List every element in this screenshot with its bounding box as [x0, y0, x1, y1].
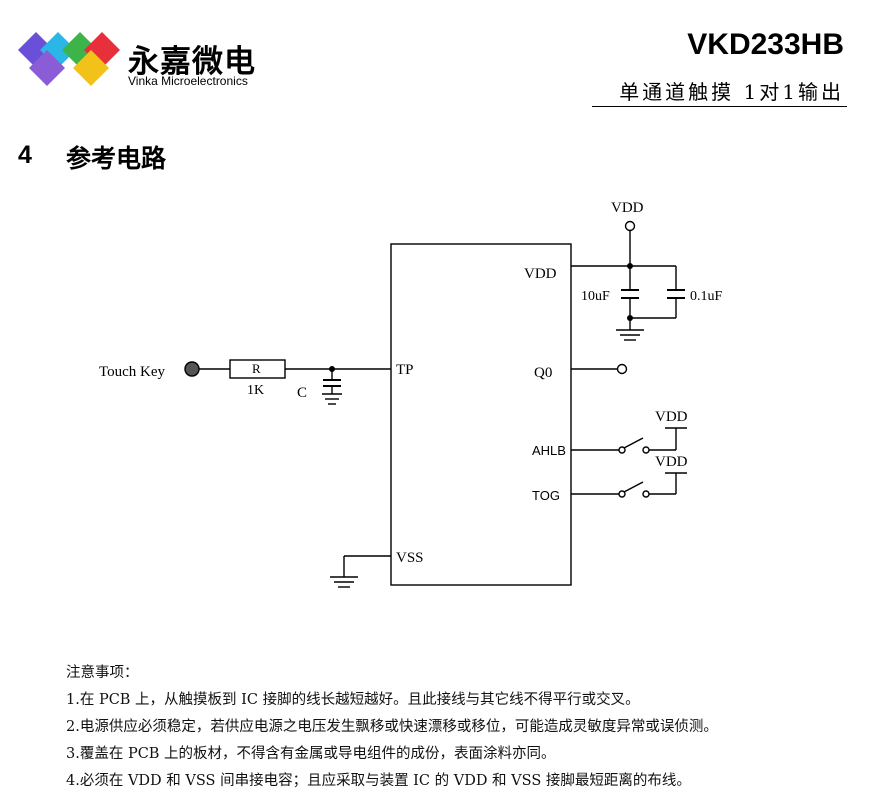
pin-q0-label: Q0: [534, 365, 552, 381]
vdd-tog-label: VDD: [655, 454, 688, 470]
resistor-label: R: [252, 361, 261, 376]
section-number: 4: [18, 141, 32, 169]
header-divider: [592, 106, 847, 107]
note-item: 3.覆盖在 PCB 上的板材，不得含有金属或导电组件的成份，表面涂料亦同。: [66, 746, 556, 762]
note-item: 2.电源供应必须稳定，若供应电源之电压发生飘移或快速漂移或移位，可能造成灵敏度异…: [66, 719, 718, 735]
brand-logo-icon: [18, 32, 120, 86]
section-title: 参考电路: [66, 144, 167, 173]
part-number: VKD233HB: [687, 28, 844, 61]
note-item: 1.在 PCB 上，从触摸板到 IC 接脚的线长越短越好。且此接线与其它线不得平…: [66, 692, 640, 708]
pin-tog-label: TOG: [532, 488, 560, 503]
capacitor-label: C: [297, 385, 307, 401]
pin-tp-label: TP: [396, 362, 414, 378]
q0-terminal: [616, 363, 628, 375]
pin-ahlb-label: AHLB: [532, 443, 566, 458]
reference-circuit-diagram: VDD VDD 10uF 0.1uF Touch Key R 1K C TP Q…: [99, 200, 723, 588]
cap-10uf-label: 10uF: [581, 289, 610, 304]
touch-key-pad: [184, 361, 200, 377]
pin-vss-label: VSS: [396, 550, 424, 566]
doc-subtitle: 单通道触摸 1对1输出: [619, 80, 844, 104]
pin-vdd-label: VDD: [524, 266, 557, 282]
notes-heading: 注意事项：: [66, 665, 139, 681]
ic-body: [390, 243, 572, 586]
cap-01uf-label: 0.1uF: [690, 289, 723, 304]
vdd-ahlb-label: VDD: [655, 409, 688, 425]
vdd-terminal: [624, 220, 636, 232]
note-item: 4.必须在 VDD 和 VSS 间串接电容；且应采取与装置 IC 的 VDD 和…: [66, 773, 691, 789]
notes-section: 注意事项： 1.在 PCB 上，从触摸板到 IC 接脚的线长越短越好。且此接线与…: [66, 660, 718, 795]
brand-name-en: Vinka Microelectronics: [128, 74, 248, 88]
vdd-top-label: VDD: [611, 200, 644, 216]
touch-key-label: Touch Key: [99, 364, 166, 380]
brand-name-cn: 永嘉微电: [128, 44, 256, 80]
resistor-value: 1K: [247, 383, 264, 398]
